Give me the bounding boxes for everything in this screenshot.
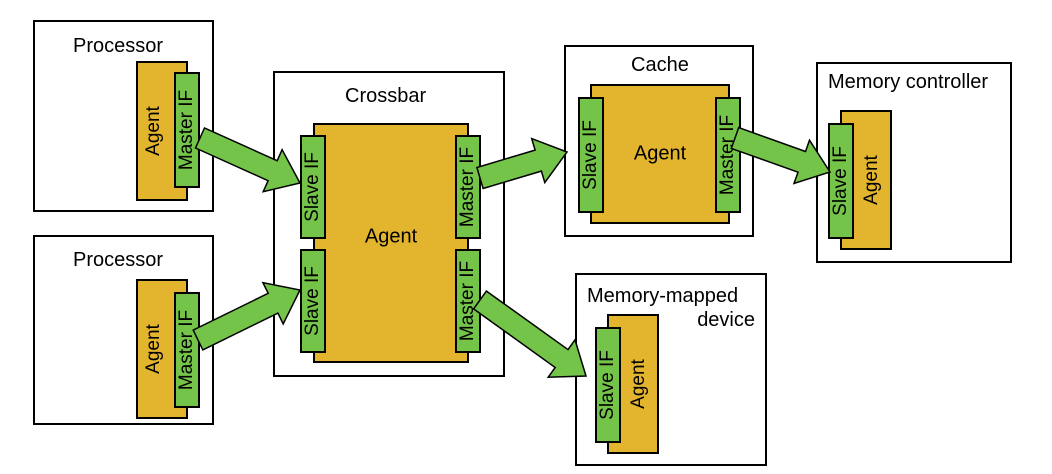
arrow-crossbar-to-mmdevice [472,290,588,378]
cache-agent-label: Agent [633,142,687,165]
processor-2-block: Processor Agent Master IF [33,235,214,425]
crossbar-master-if-bottom: Master IF [455,249,481,353]
cache-title: Cache [631,54,689,76]
crossbar-block: Crossbar Agent Slave IF Slave IF Master … [273,71,505,377]
cache-master-if: Master IF [715,97,741,213]
memory-controller-slave-if: Slave IF [828,123,854,239]
crossbar-slave-if-bottom: Slave IF [300,249,326,353]
arrow-processor2-to-crossbar [192,281,302,351]
crossbar-master-if-top: Master IF [455,135,481,239]
memory-mapped-device-block: Memory-mapped device Agent Slave IF [575,273,767,466]
arrow-cache-to-memctrl [730,126,832,185]
memory-mapped-device-slave-if: Slave IF [595,327,621,443]
processor-1-master-if: Master IF [174,72,200,188]
crossbar-title: Crossbar [345,85,427,107]
crossbar-slave-if-top: Slave IF [300,135,326,239]
processor-2-title: Processor [73,249,164,271]
memory-mapped-device-title-line2: device [697,309,755,331]
memory-mapped-device-title-line1: Memory-mapped [587,285,739,307]
crossbar-agent-label: Agent [364,225,418,248]
arrow-crossbar-to-cache [475,137,569,190]
cache-slave-if: Slave IF [578,97,604,213]
processor-1-title: Processor [73,35,164,57]
crossbar-agent: Agent [313,123,469,363]
arrow-processor1-to-crossbar [194,127,302,193]
cache-block: Cache Agent Slave IF Master IF [564,45,754,237]
processor-1-block: Processor Agent Master IF [33,20,214,212]
memory-controller-title: Memory controller [828,71,989,93]
processor-2-master-if: Master IF [174,292,200,408]
